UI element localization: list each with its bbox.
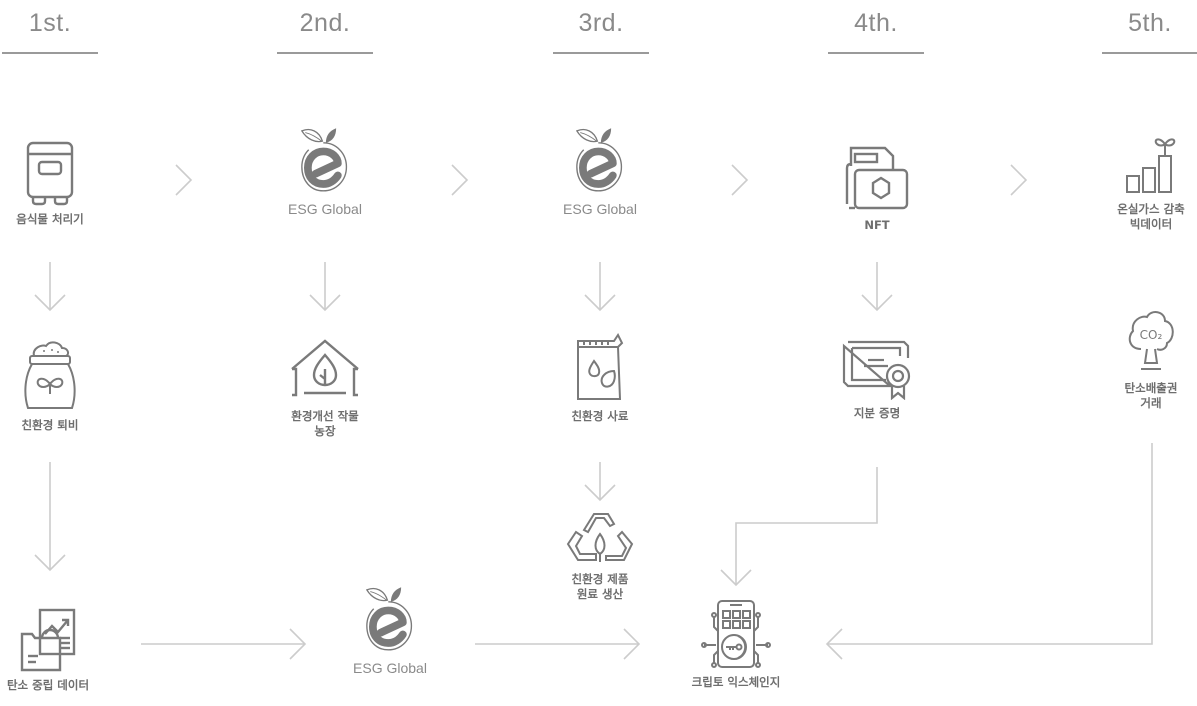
node-eco-feed: 친환경 사료: [535, 333, 665, 424]
step-label: 1st.: [28, 9, 72, 37]
growth-bars-sprout-icon: [1126, 138, 1176, 193]
recycle-leaf-icon: [566, 513, 634, 562]
esg-global-logo-icon: [570, 124, 630, 196]
heading-divider: [277, 52, 373, 54]
esg-global-logo-icon: [295, 124, 355, 196]
node-label: ESG Global: [288, 201, 362, 217]
arrow-down-icon: [584, 262, 616, 312]
food-waste-processor-icon: [26, 141, 74, 206]
node-ghg-bigdata: 온실가스 감축 빅데이터: [1086, 132, 1197, 232]
node-label: 친환경 퇴비: [21, 418, 79, 432]
step-heading-1: 1st.: [2, 6, 98, 54]
certificate-icon: [842, 340, 911, 400]
node-carbon-neutral-data: 탄소 중립 데이터: [0, 608, 113, 693]
node-label: 환경개선 작물 농장: [291, 409, 359, 438]
arrow-down-icon: [861, 262, 893, 312]
node-label: 친환경 사료: [571, 409, 629, 423]
nft-folder-icon: [845, 146, 909, 210]
heading-divider: [2, 52, 98, 54]
node-esg-global-3: ESG Global: [535, 124, 665, 217]
arrow-elbow-left-icon: [825, 443, 1153, 660]
esg-global-logo-icon: [360, 583, 420, 655]
step-heading-5: 5th.: [1102, 6, 1197, 54]
heading-divider: [553, 52, 649, 54]
arrow-down-icon: [309, 262, 341, 312]
node-label: ESG Global: [563, 201, 637, 217]
node-label: 음식물 처리기: [16, 212, 84, 226]
co2-tree-icon: CO₂: [1128, 311, 1174, 370]
node-eco-farm: 환경개선 작물 농장: [260, 337, 390, 439]
node-crypto-exchange: 크립토 익스체인지: [671, 599, 801, 690]
node-label: NFT: [864, 218, 890, 232]
node-esg-global-bottom: ESG Global: [325, 583, 455, 676]
node-label: ESG Global: [353, 660, 427, 676]
crypto-phone-key-icon: [701, 600, 771, 668]
step-label: 3rd.: [578, 9, 624, 37]
step-heading-3: 3rd.: [553, 6, 649, 54]
chevron-right-icon: [1010, 164, 1028, 196]
node-label: 탄소배출권 거래: [1124, 381, 1178, 410]
heading-divider: [828, 52, 924, 54]
greenhouse-leaf-icon: [291, 339, 359, 397]
chevron-right-icon: [731, 164, 749, 196]
feed-bag-icon: [577, 333, 624, 400]
node-label: 크립토 익스체인지: [691, 675, 781, 689]
node-eco-raw-material: 친환경 제품 원료 생산: [535, 510, 665, 602]
node-label: 탄소 중립 데이터: [6, 678, 90, 692]
arrow-down-icon: [34, 262, 66, 312]
heading-divider: [1102, 52, 1197, 54]
step-label: 4th.: [854, 9, 898, 37]
chevron-right-icon: [451, 164, 469, 196]
node-carbon-credit-trade: CO₂ 탄소배출권 거래: [1086, 309, 1197, 411]
svg-text:CO₂: CO₂: [1140, 328, 1163, 342]
node-food-processor: 음식물 처리기: [0, 140, 115, 227]
compost-bag-icon: [24, 341, 76, 409]
node-eco-compost: 친환경 퇴비: [0, 338, 115, 433]
step-label: 5th.: [1128, 9, 1172, 37]
chevron-right-icon: [175, 164, 193, 196]
node-label: 친환경 제품 원료 생산: [571, 572, 629, 601]
arrow-right-icon: [475, 628, 641, 660]
arrow-down-icon: [34, 462, 66, 572]
node-equity-proof: 지분 증명: [812, 338, 942, 421]
node-nft: NFT: [812, 146, 942, 233]
node-label: 지분 증명: [853, 406, 901, 420]
data-folder-chart-icon: [20, 608, 76, 672]
arrow-right-icon: [141, 628, 307, 660]
step-heading-4: 4th.: [828, 6, 924, 54]
step-heading-2: 2nd.: [277, 6, 373, 54]
node-label: 온실가스 감축 빅데이터: [1117, 202, 1185, 231]
arrow-down-icon: [584, 462, 616, 502]
step-label: 2nd.: [299, 9, 351, 37]
arrow-elbow-icon: [720, 467, 878, 587]
node-esg-global-2: ESG Global: [260, 124, 390, 217]
